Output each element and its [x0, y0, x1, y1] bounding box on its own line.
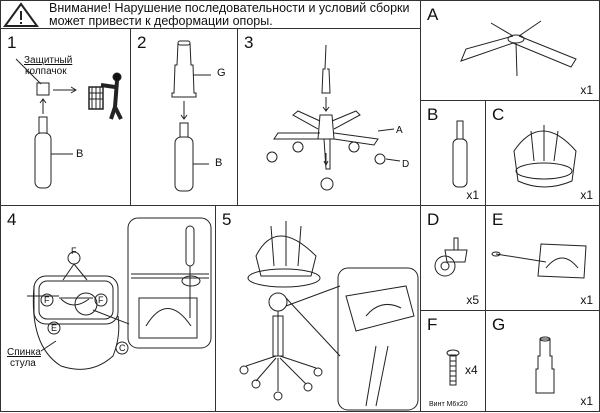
part-quantity: x1: [580, 293, 593, 307]
chair-back-label-1: Спинка: [7, 347, 41, 358]
part-letter: E: [492, 210, 504, 229]
part-label-b: B: [215, 157, 223, 169]
part-letter: D: [427, 210, 440, 229]
part-a-panel: A x1: [420, 0, 600, 101]
part-c-panel: C x1: [485, 100, 600, 206]
part-label-g: G: [217, 67, 226, 79]
cap-label-2: колпачок: [25, 66, 67, 77]
part-quantity: x1: [580, 394, 593, 408]
part-letter: F: [427, 315, 438, 334]
base-assembly-drawing: [266, 44, 401, 191]
gas-lift-drawing: [452, 120, 468, 188]
part-g-panel: G x1: [485, 310, 600, 412]
part-label-b: B: [76, 148, 84, 160]
callout-f-left: F: [44, 295, 50, 305]
seat-back-attach-drawing: [27, 217, 212, 370]
caster-drawing: [434, 237, 468, 277]
callout-c: C: [119, 343, 126, 353]
step-3-panel: 3 A D: [237, 28, 421, 206]
seat-shell-drawing: [513, 125, 577, 188]
screw-drawing: [446, 349, 460, 386]
chair-assembly-drawing: [239, 221, 419, 411]
mechanism-plate-drawing: [491, 243, 587, 279]
warning-triangle-icon: [3, 2, 39, 27]
part-quantity: x1: [580, 83, 593, 97]
callout-f-top: F: [71, 246, 77, 256]
warning-banner: Внимание! Нарушение последовательности и…: [0, 0, 421, 29]
part-quantity: x1: [580, 188, 593, 202]
part-b-panel: B x1: [420, 100, 486, 206]
step-number: 4: [7, 210, 17, 229]
part-quantity: x5: [466, 293, 479, 307]
part-f-panel: F x4 Винт М6х20: [420, 310, 486, 412]
step-number: 2: [137, 33, 147, 52]
step-number: 1: [7, 33, 17, 52]
cap-label-1: Защитный: [24, 55, 73, 66]
warning-text-1: Внимание! Нарушение последовательности и…: [49, 1, 410, 15]
cylinder-g-drawing: [535, 336, 555, 394]
part-letter: G: [492, 315, 506, 334]
part-letter: A: [427, 5, 439, 24]
step-2-panel: 2 G B: [130, 28, 238, 206]
part-d-panel: D x5: [420, 205, 486, 311]
screw-spec-caption: Винт М6х20: [429, 401, 468, 408]
gas-lift-cap-drawing: [15, 58, 123, 189]
callout-f-right: F: [98, 295, 104, 305]
part-e-panel: E x1: [485, 205, 600, 311]
part-quantity: x4: [465, 363, 478, 377]
part-quantity: x1: [466, 188, 479, 202]
step-number: 3: [244, 33, 254, 52]
callout-e: E: [51, 323, 58, 333]
part-letter: B: [427, 105, 439, 124]
gas-lift-insertion-drawing: [171, 40, 211, 192]
step-1-panel: 1 Защитный колпачок B: [0, 28, 131, 206]
warning-text-2: может привести к деформации опоры.: [49, 14, 273, 28]
part-label-d: D: [402, 159, 410, 170]
step-4-panel: 4 F F F E C Спинка стула: [0, 205, 216, 412]
step-number: 5: [222, 210, 232, 229]
part-label-a: A: [396, 125, 403, 136]
step-5-panel: 5: [215, 205, 421, 412]
part-letter: C: [492, 105, 505, 124]
chair-back-label-2: стула: [10, 358, 36, 369]
base-star-drawing: [460, 20, 577, 77]
